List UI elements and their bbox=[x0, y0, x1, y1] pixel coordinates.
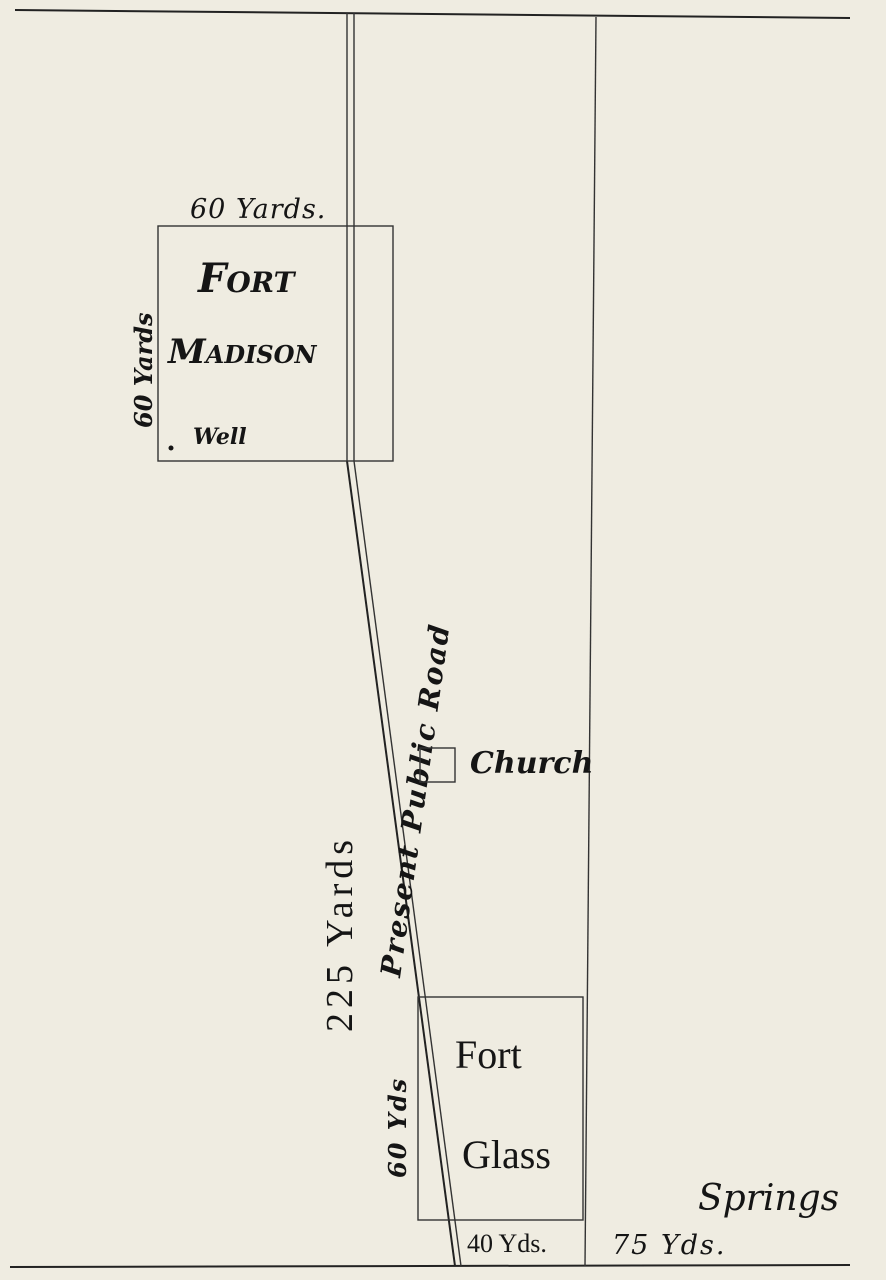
fort-madison-width-label: 60 Yards. bbox=[190, 194, 326, 225]
fort-glass-title-1: Fort bbox=[455, 1032, 522, 1077]
fort-glass-title-2: Glass bbox=[462, 1132, 551, 1177]
road-line-left bbox=[346, 460, 456, 1267]
well-label: Well bbox=[193, 424, 247, 450]
fort-glass-outline bbox=[417, 996, 584, 1221]
right-boundary-line bbox=[584, 16, 597, 1267]
springs-label: Springs bbox=[698, 1178, 839, 1219]
fort-madison-height-label: 60 Yards bbox=[129, 312, 158, 428]
springs-distance-label: 75 Yds. bbox=[612, 1230, 727, 1261]
road-line-right bbox=[353, 460, 462, 1267]
bottom-boundary-line bbox=[9, 1264, 851, 1268]
fort-glass-height-label: 60 Yds bbox=[383, 1077, 412, 1178]
fort-madison-outline bbox=[157, 225, 394, 462]
fort-madison-title-1: Fort bbox=[197, 255, 297, 302]
well-marker bbox=[168, 445, 174, 451]
fort-glass-width-label: 40 Yds. bbox=[467, 1229, 547, 1258]
fort-madison-title-2: Madison bbox=[167, 332, 318, 372]
church-label: Church bbox=[470, 746, 593, 781]
church-marker bbox=[419, 747, 456, 783]
top-boundary-line bbox=[14, 9, 851, 19]
distance-label: 225 Yards bbox=[319, 835, 361, 1032]
